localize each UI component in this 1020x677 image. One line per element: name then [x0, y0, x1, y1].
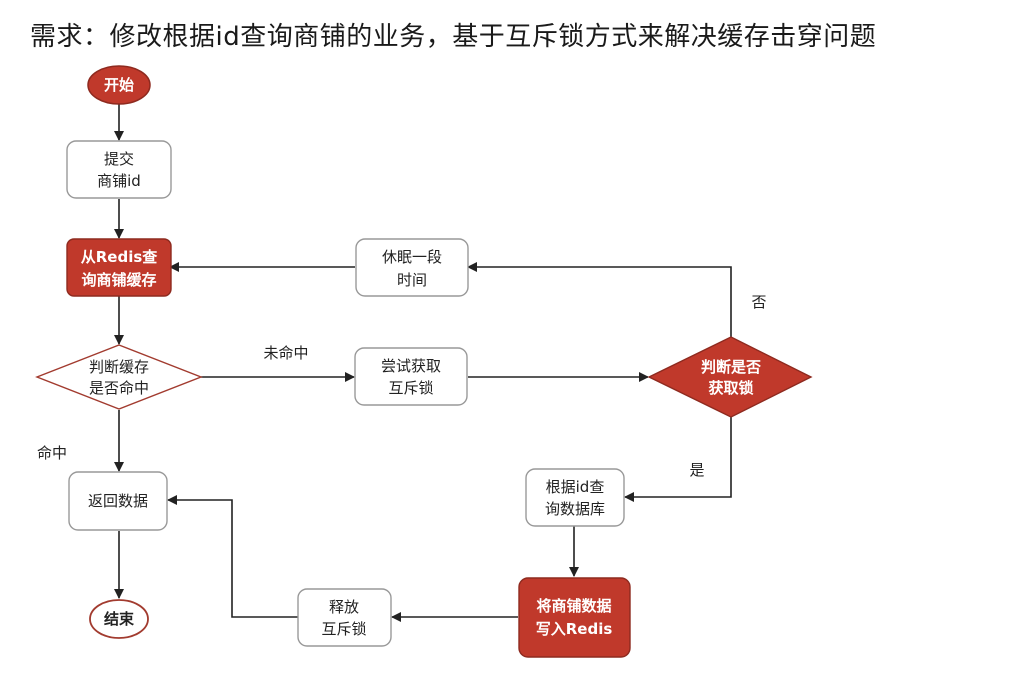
- node-return-data-label: 返回数据: [88, 492, 148, 510]
- node-start-label: 开始: [104, 76, 134, 94]
- node-query-redis-line2: 询商铺缓存: [81, 271, 156, 289]
- node-end-label: 结束: [104, 610, 135, 628]
- node-write-redis: 将商铺数据 写入Redis: [518, 577, 631, 658]
- node-try-lock-line2: 互斥锁: [388, 379, 433, 397]
- node-release-lock: 释放 互斥锁: [297, 588, 392, 647]
- edges: [114, 104, 732, 622]
- node-try-lock: 尝试获取 互斥锁: [354, 347, 468, 406]
- edge-label-hit: 命中: [37, 444, 67, 462]
- edge-release-return: [167, 495, 298, 618]
- node-sleep-line1: 休眠一段: [382, 248, 442, 266]
- node-judge-hit-line1: 判断缓存: [89, 358, 149, 376]
- node-end: 结束: [89, 599, 149, 639]
- node-query-redis-line1: 从Redis查: [81, 248, 159, 266]
- edge-judge-lock-query-db: [624, 417, 732, 502]
- node-judge-hit: 判断缓存 是否命中: [35, 344, 203, 410]
- node-write-redis-line2: 写入Redis: [536, 620, 613, 638]
- edge-judge-lock-sleep: [467, 262, 732, 337]
- node-query-db-line2: 询数据库: [545, 500, 605, 518]
- node-submit-line2: 商铺id: [97, 172, 141, 190]
- node-submit: 提交 商铺id: [66, 140, 172, 199]
- node-release-lock-line2: 互斥锁: [321, 620, 366, 638]
- edge-label-miss: 未命中: [263, 344, 308, 362]
- page-title: 需求：修改根据id查询商铺的业务，基于互斥锁方式来解决缓存击穿问题: [30, 22, 877, 52]
- node-write-redis-line1: 将商铺数据: [536, 597, 611, 615]
- edge-label-no: 否: [751, 293, 766, 311]
- node-sleep: 休眠一段 时间: [355, 238, 469, 297]
- node-judge-hit-line2: 是否命中: [89, 379, 149, 397]
- node-submit-line1: 提交: [104, 150, 134, 168]
- node-query-redis: 从Redis查 询商铺缓存: [66, 238, 172, 297]
- node-release-lock-line1: 释放: [329, 598, 359, 616]
- node-try-lock-line1: 尝试获取: [381, 357, 441, 375]
- node-return-data: 返回数据: [68, 471, 168, 531]
- node-judge-lock: 判断是否 获取锁: [647, 336, 813, 418]
- node-sleep-line2: 时间: [397, 271, 427, 289]
- edge-label-yes: 是: [689, 461, 704, 479]
- node-judge-lock-line1: 判断是否: [701, 358, 761, 376]
- node-start: 开始: [87, 65, 151, 105]
- node-judge-lock-line2: 获取锁: [708, 379, 753, 397]
- node-query-db: 根据id查 询数据库: [525, 468, 625, 527]
- node-query-db-line1: 根据id查: [546, 478, 605, 496]
